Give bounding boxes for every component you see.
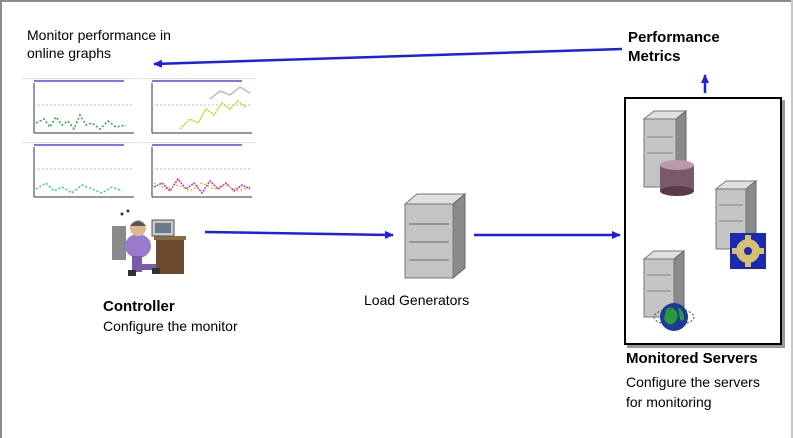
database-server-icon [642, 109, 694, 196]
arrow-metrics-to-graphs [153, 47, 623, 68]
controller-person-icon [112, 209, 186, 276]
frame-left-border [0, 0, 2, 438]
performance-metrics-line2: Metrics [628, 48, 681, 65]
controller-description: Configure the monitor [103, 318, 238, 334]
online-graph-3 [22, 142, 138, 203]
monitored-servers-description-line1: Configure the servers [626, 374, 760, 390]
performance-metrics-label: Performance Metrics [628, 28, 720, 66]
performance-metrics-line1: Performance [628, 29, 720, 46]
online-graph-2 [140, 78, 256, 139]
online-graph-1 [22, 78, 138, 139]
settings-server-icon [714, 179, 766, 269]
monitored-servers-description: Configure the servers for monitoring [626, 372, 760, 412]
load-generator-server-icon [403, 192, 467, 280]
load-generators-label: Load Generators [364, 292, 470, 308]
monitored-servers-box [624, 97, 782, 345]
monitor-graphs-note-line2: online graphs [27, 45, 112, 61]
online-graph-4 [140, 142, 256, 203]
frame-right-border [791, 0, 793, 438]
monitored-servers-description-line2: for monitoring [626, 394, 712, 410]
monitor-graphs-note-line1: Monitor performance in [27, 27, 171, 43]
web-server-icon [642, 249, 695, 331]
monitored-servers-title: Monitored Servers [626, 350, 758, 367]
frame-top-border [0, 0, 793, 2]
arrow-controller-to-loadgen [204, 230, 394, 239]
monitor-graphs-note: Monitor performance in online graphs [27, 26, 171, 62]
controller-title: Controller [103, 298, 175, 315]
